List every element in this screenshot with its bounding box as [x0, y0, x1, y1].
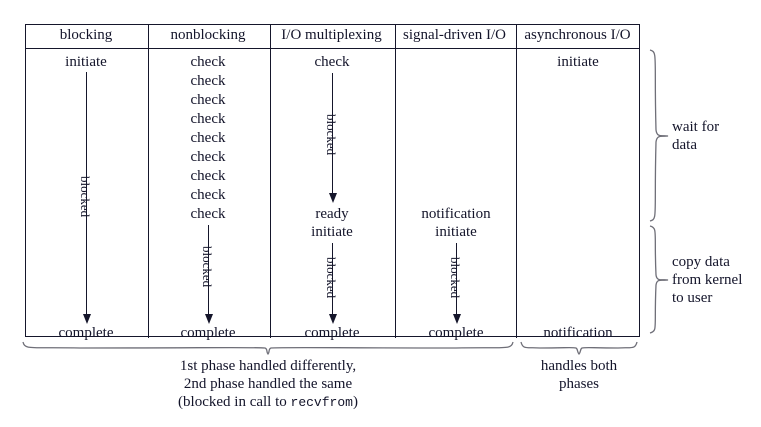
arrow-head-icon — [204, 314, 213, 324]
column-header-io-multiplexing: I/O multiplexing — [281, 27, 382, 43]
cell-initiate: initiate — [557, 54, 599, 70]
column-divider-4 — [516, 25, 517, 338]
arrow-head-icon — [82, 314, 91, 324]
cell-check: check — [190, 206, 226, 222]
models-table — [25, 24, 640, 338]
cell-complete: complete — [304, 325, 360, 341]
brace-wait-for-data — [649, 49, 669, 222]
cell-check: check — [190, 130, 226, 146]
brace-label-line2: data — [672, 137, 697, 153]
header-rule — [26, 48, 639, 49]
cell-notification: notification — [543, 325, 613, 341]
cell-ready: ready — [315, 206, 349, 222]
caption-line-1: handles both — [540, 358, 618, 374]
caption-both-phases: handles both phases — [541, 357, 617, 393]
cell-check: check — [190, 92, 226, 108]
arrow-label-blocked: blocked — [78, 176, 93, 218]
caption-line-2: 2nd phase handled the same — [183, 376, 353, 392]
caption-line-3-suffix: ) — [352, 394, 358, 410]
brace-label-line1: wait for — [672, 119, 720, 135]
cell-check: check — [190, 168, 226, 184]
cell-initiate: initiate — [311, 224, 353, 240]
caption-recvfrom-code: recvfrom — [290, 395, 353, 410]
brace-label-line1: copy data — [672, 254, 730, 270]
column-header-nonblocking: nonblocking — [170, 27, 246, 43]
brace-label-copy-data: copy data from kernel to user — [672, 253, 742, 307]
column-divider-2 — [270, 25, 271, 338]
arrow-label-blocked: blocked — [324, 114, 339, 156]
column-divider-3 — [395, 25, 396, 338]
caption-line-1: 1st phase handled differently, — [179, 358, 357, 374]
arrow-head-icon — [328, 193, 337, 203]
arrow-shaft — [332, 73, 333, 195]
column-header-asynchronous-io: asynchronous I/O — [524, 27, 631, 43]
column-divider-1 — [148, 25, 149, 338]
brace-label-line3: to user — [672, 290, 713, 306]
column-header-blocking: blocking — [59, 27, 113, 43]
arrow-shaft — [456, 243, 457, 316]
cell-check: check — [190, 149, 226, 165]
caption-line-3: (blocked in call to recvfrom) — [178, 393, 358, 412]
brace-label-wait-for-data: wait for data — [672, 118, 719, 154]
caption-line-2: phases — [559, 376, 599, 392]
cell-check: check — [190, 73, 226, 89]
arrow-head-icon — [452, 314, 461, 324]
arrow-label-blocked: blocked — [324, 257, 339, 299]
cell-check: check — [314, 54, 350, 70]
arrow-shaft — [332, 243, 333, 316]
cell-complete: complete — [180, 325, 236, 341]
arrow-label-blocked: blocked — [448, 257, 463, 299]
cell-check: check — [190, 187, 226, 203]
cell-notification: notification — [421, 206, 491, 222]
cell-initiate: initiate — [435, 224, 477, 240]
brace-first-phase — [22, 341, 514, 355]
cell-initiate: initiate — [65, 54, 107, 70]
arrow-head-icon — [328, 314, 337, 324]
arrow-shaft — [86, 72, 87, 316]
column-header-signal-driven-io: signal-driven I/O — [403, 27, 506, 43]
cell-check: check — [190, 111, 226, 127]
caption-line-3-prefix: (blocked in call to — [178, 394, 291, 410]
arrow-shaft — [208, 225, 209, 316]
caption-first-phase: 1st phase handled differently, 2nd phase… — [178, 357, 358, 412]
brace-both-phases — [520, 341, 638, 355]
cell-complete: complete — [428, 325, 484, 341]
cell-check: check — [190, 54, 226, 70]
arrow-label-blocked: blocked — [200, 246, 215, 288]
brace-label-line2: from kernel — [672, 272, 743, 288]
cell-complete: complete — [58, 325, 114, 341]
brace-copy-data — [649, 225, 669, 334]
